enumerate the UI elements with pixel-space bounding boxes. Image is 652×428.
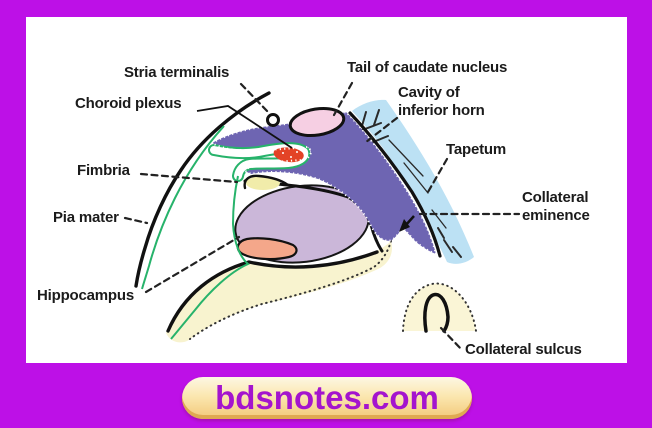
hippocampus-pointer [144,235,241,294]
label-choroid-plexus: Choroid plexus [75,95,182,112]
label-hippocampus: Hippocampus [37,287,134,304]
tapetum-left-boundary [348,111,442,258]
pia-mater-pointer [123,216,149,225]
collateral-sulcus-pointer [439,326,464,352]
label-stria-terminalis: Stria terminalis [124,64,230,81]
fimbria-shape [246,176,280,190]
tapetum-pointer [426,157,449,194]
choroid-plexus-shape [273,147,304,163]
label-tapetum: Tapetum [446,141,506,158]
label-fimbria: Fimbria [77,162,130,179]
choroid-plexus-dot [290,156,292,158]
tail-of-caudate-shape [288,106,346,138]
pia-around-hippocampus [170,175,250,340]
outer-roof-outline [134,91,271,288]
collateral-sulcus-dome-shape [403,283,476,331]
label-collateral-eminence: Collateral eminence [522,189,590,224]
watermark-text: bdsnotes.com [215,379,439,416]
choroid-plexus-pointer-line [196,105,293,149]
fimbria-outline [243,174,290,190]
stria-terminalis-ring [266,113,280,127]
label-tail-of-caudate-nucleus: Tail of caudate nucleus [347,59,508,76]
fimbria-pointer [139,172,239,184]
choroid-plexus-dot [282,152,284,154]
collateral-sulcus-hairpin [423,292,450,333]
collateral-sulcus-dotted-border [402,282,477,332]
inner-wall-outline [166,250,379,333]
tail-of-caudate-pointer [332,81,354,117]
tapetum-band-shape [352,99,474,264]
collateral-eminence-arrowhead [399,219,410,232]
label-pia-mater: Pia mater [53,209,119,226]
label-cavity-of-inferior-horn: Cavity of inferior horn [398,84,485,119]
dashed-pointer-lines [123,81,521,352]
watermark-pill: bdsnotes.com [182,377,472,419]
cavity-pointer [364,116,399,144]
stria-terminalis-pointer [239,82,270,114]
label-collateral-sulcus: Collateral sulcus [465,341,582,358]
choroid-plexus-dot [296,151,298,153]
white-matter-band-shape [166,241,392,343]
pia-outer-line [141,125,225,290]
white-matter-dotted-border [189,240,392,340]
